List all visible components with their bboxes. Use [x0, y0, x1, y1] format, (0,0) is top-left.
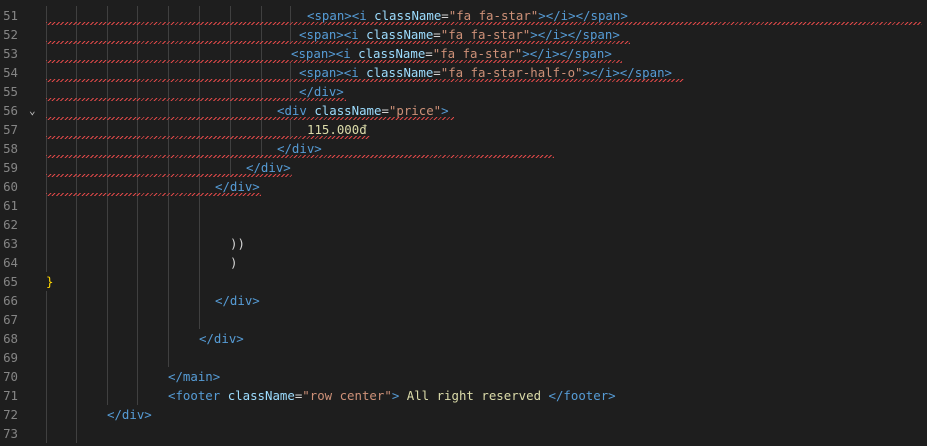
line-number: 66 — [3, 293, 18, 308]
line-number: 72 — [3, 407, 18, 422]
code-line-64[interactable]: 64 ) — [0, 253, 927, 272]
code-text: </div> — [215, 293, 260, 308]
code-text: <span><i className="fa fa-star"></i></sp… — [291, 46, 612, 61]
code-text: } — [46, 274, 54, 289]
line-number: 55 — [3, 84, 18, 99]
code-line-58[interactable]: 58 </div> — [0, 139, 927, 158]
line-number: 70 — [3, 369, 18, 384]
line-number: 52 — [3, 27, 18, 42]
error-squiggle — [46, 98, 346, 101]
error-squiggle — [46, 193, 261, 196]
line-number: 57 — [3, 122, 18, 137]
line-number: 65 — [3, 274, 18, 289]
code-text: </div> — [215, 179, 260, 194]
line-number: 71 — [3, 388, 18, 403]
price-text: 115.000đ — [307, 122, 367, 137]
code-text: <span><i className="fa fa-star-half-o"><… — [299, 65, 673, 80]
line-number: 61 — [3, 198, 18, 213]
code-line-71[interactable]: 71 <footer className="row center"> All r… — [0, 386, 927, 405]
error-squiggle — [46, 117, 454, 120]
line-number: 73 — [3, 426, 18, 441]
error-squiggle — [46, 41, 630, 44]
code-line-56[interactable]: 56 ⌄ <div className="price"> — [0, 101, 927, 120]
error-squiggle — [46, 136, 370, 139]
code-text: </div> — [277, 141, 322, 156]
code-text: </div> — [199, 331, 244, 346]
code-line-63[interactable]: 63 )) — [0, 234, 927, 253]
code-text: <div className="price"> — [277, 103, 449, 118]
code-text: <span><i className="fa fa-star"></i></sp… — [299, 27, 620, 42]
code-line-72[interactable]: 72 </div> — [0, 405, 927, 424]
line-number: 59 — [3, 160, 18, 175]
error-squiggle — [46, 22, 922, 25]
line-number: 58 — [3, 141, 18, 156]
code-line-61[interactable]: 61 — [0, 196, 927, 215]
error-squiggle — [46, 79, 684, 82]
code-text: ) — [230, 255, 238, 270]
line-number: 63 — [3, 236, 18, 251]
error-squiggle — [46, 60, 622, 63]
line-number: 54 — [3, 65, 18, 80]
code-text: <span><i className="fa fa-star"></i></sp… — [307, 8, 628, 23]
code-text: </div> — [246, 160, 291, 175]
code-line-53[interactable]: 53 <span><i className="fa fa-star"></i><… — [0, 44, 927, 63]
line-number: 53 — [3, 46, 18, 61]
code-text: </main> — [168, 369, 221, 384]
line-number: 64 — [3, 255, 18, 270]
code-line-55[interactable]: 55 </div> — [0, 82, 927, 101]
code-line-59[interactable]: 59 </div> — [0, 158, 927, 177]
code-line-73[interactable]: 73 — [0, 424, 927, 443]
line-number: 69 — [3, 350, 18, 365]
line-number: 68 — [3, 331, 18, 346]
error-squiggle — [46, 174, 292, 177]
code-line-65[interactable]: 65 } — [0, 272, 927, 291]
chevron-down-icon[interactable]: ⌄ — [29, 104, 36, 117]
line-number: 67 — [3, 312, 18, 327]
code-line-51[interactable]: 51 <span><i className="fa fa-star"></i><… — [0, 6, 927, 25]
code-line-69[interactable]: 69 — [0, 348, 927, 367]
line-number: 60 — [3, 179, 18, 194]
code-line-52[interactable]: 52 <span><i className="fa fa-star"></i><… — [0, 25, 927, 44]
error-squiggle — [46, 155, 554, 158]
code-line-57[interactable]: 57 115.000đ — [0, 120, 927, 139]
code-line-66[interactable]: 66 </div> — [0, 291, 927, 310]
line-number: 51 — [3, 8, 18, 23]
code-line-68[interactable]: 68 </div> — [0, 329, 927, 348]
code-line-60[interactable]: 60 </div> — [0, 177, 927, 196]
code-text: </div> — [299, 84, 344, 99]
code-line-70[interactable]: 70 </main> — [0, 367, 927, 386]
code-text: <footer className="row center"> All righ… — [168, 388, 616, 403]
line-number: 62 — [3, 217, 18, 232]
code-text: </div> — [107, 407, 152, 422]
code-line-62[interactable]: 62 — [0, 215, 927, 234]
code-line-67[interactable]: 67 — [0, 310, 927, 329]
code-line-54[interactable]: 54 <span><i className="fa fa-star-half-o… — [0, 63, 927, 82]
code-text: )) — [230, 236, 245, 251]
line-number: 56 — [3, 103, 18, 118]
